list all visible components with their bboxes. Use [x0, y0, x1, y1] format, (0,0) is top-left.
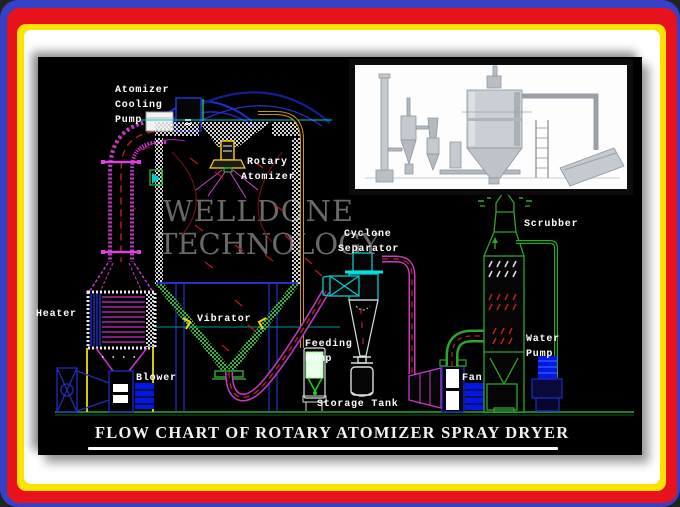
feed-pipe [258, 111, 304, 348]
water-pump-equip [531, 356, 563, 412]
fan-equip [439, 359, 486, 413]
title-underline [88, 447, 558, 450]
rotary-atomizer-equip [195, 140, 259, 199]
label-water-pump-1: Water [526, 334, 561, 345]
label-feeding-pump-1: Feeding [305, 339, 353, 350]
label-atomizer-cooling-pump-2: Cooling [115, 100, 163, 111]
hot-air-duct [88, 118, 167, 293]
feeding-pump-equip [302, 347, 327, 411]
heater-equip [86, 290, 157, 412]
label-rotary-atomizer-1: Rotary [247, 157, 288, 168]
label-heater: Heater [36, 309, 77, 320]
watermark-line2: TECHNOLOGY [158, 227, 380, 261]
product-pipe [225, 288, 330, 402]
label-blower: Blower [136, 373, 177, 384]
label-storage-tank: Storage Tank [317, 399, 399, 410]
chart-title: FLOW CHART OF ROTARY ATOMIZER SPRAY DRYE… [95, 423, 570, 442]
fan-scrubber-elbow [445, 329, 488, 366]
scrubber-equip [478, 184, 532, 413]
label-atomizer-cooling-pump-1: Atomizer [115, 85, 170, 96]
water-pipe [516, 240, 558, 378]
cyclone-equip [322, 252, 383, 357]
label-vibrator: Vibrator [197, 314, 252, 325]
label-fan: Fan [462, 373, 483, 384]
spray-dashes [189, 157, 323, 352]
label-feeding-pump-2: Pump [305, 354, 333, 365]
ground-line [55, 411, 634, 416]
label-rotary-atomizer-2: Atomizer [241, 172, 296, 183]
vibrator-cone [155, 284, 300, 380]
blower-equip [56, 367, 154, 413]
equipment-photo [349, 59, 633, 195]
label-cyclone-separator-2: Separator [338, 244, 400, 255]
label-water-pump-2: Pump [526, 349, 554, 360]
label-cyclone-separator-1: Cyclone [344, 229, 392, 240]
label-scrubber: Scrubber [524, 219, 579, 230]
label-atomizer-cooling-pump-3: Pump [115, 115, 143, 126]
storage-tank-equip [350, 356, 374, 397]
exhaust-pipe [382, 255, 442, 409]
